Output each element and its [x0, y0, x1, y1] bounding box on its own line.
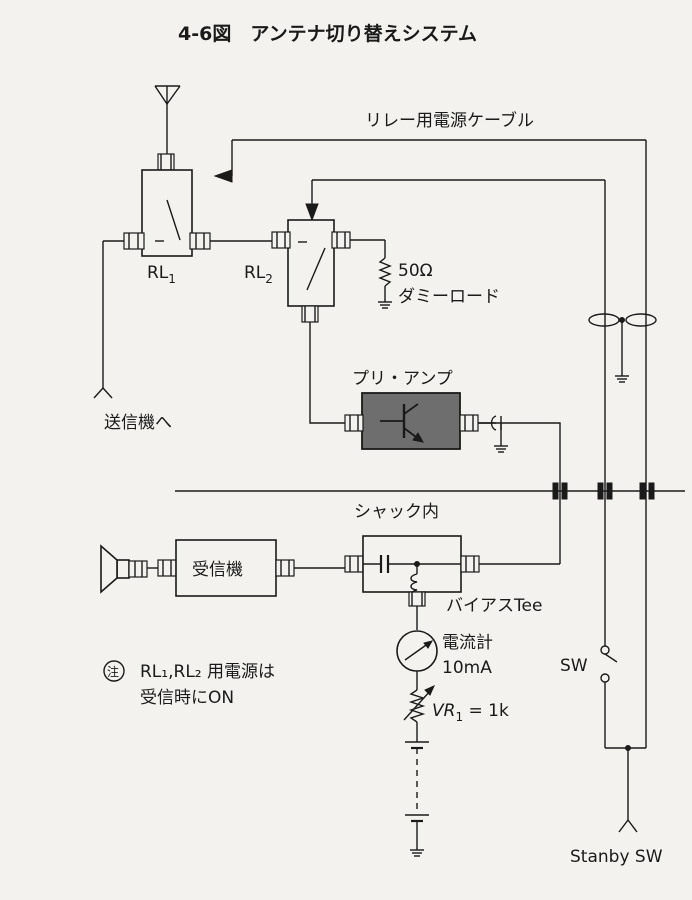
to-transmitter-label: 送信機へ [104, 413, 172, 433]
preamp-label: プリ・アンプ [352, 369, 453, 389]
figure-title: 4-6図 アンテナ切り替えシステム [178, 22, 477, 45]
note-line-2: 受信時にON [140, 688, 234, 708]
relay-rl1: RL1 [123, 153, 211, 286]
speaker-icon [100, 544, 148, 594]
ammeter-label: 電流計 [442, 633, 493, 653]
antenna-icon [154, 85, 181, 158]
cable-choke-icon [588, 313, 657, 383]
bias-tee-box [344, 535, 480, 607]
resistor-value-label: 50Ω [398, 261, 433, 281]
receiver-box: 受信機 [157, 539, 295, 597]
dummy-load-resistor [350, 239, 392, 309]
note-line-1: RL₁,RL₂ 用電源は [140, 662, 275, 682]
output-capacitor [478, 415, 508, 453]
relay-power-cable [213, 139, 647, 748]
variable-resistor-icon [403, 685, 435, 723]
switch-label: SW [560, 656, 588, 676]
standby-switch-label: Stanby SW [570, 847, 663, 867]
relay-switch [600, 645, 646, 833]
note-block: 注 RL₁,RL₂ 用電源は 受信時にON [103, 660, 275, 708]
relay-rl2: RL2 [244, 219, 351, 323]
bias-tee-label: バイアスTee [446, 596, 542, 616]
note-mark: 注 [107, 664, 119, 679]
rl2-label: RL2 [244, 263, 273, 286]
ammeter-range-label: 10mA [442, 658, 492, 678]
transistor-icon [380, 403, 424, 443]
rl1-label: RL1 [147, 263, 176, 286]
vr-label: VR1 = 1k [432, 701, 509, 724]
transmitter-line [93, 240, 124, 399]
relay-cable-label: リレー用電源ケーブル [365, 110, 534, 131]
ammeter-icon [396, 630, 438, 672]
dummy-load-label: ダミーロード [398, 287, 500, 307]
battery-icon [405, 722, 429, 857]
shack-wall-line [175, 482, 685, 500]
shack-inside-label: シャック内 [354, 502, 439, 522]
receiver-label: 受信機 [192, 560, 243, 580]
preamp-box [344, 392, 479, 450]
